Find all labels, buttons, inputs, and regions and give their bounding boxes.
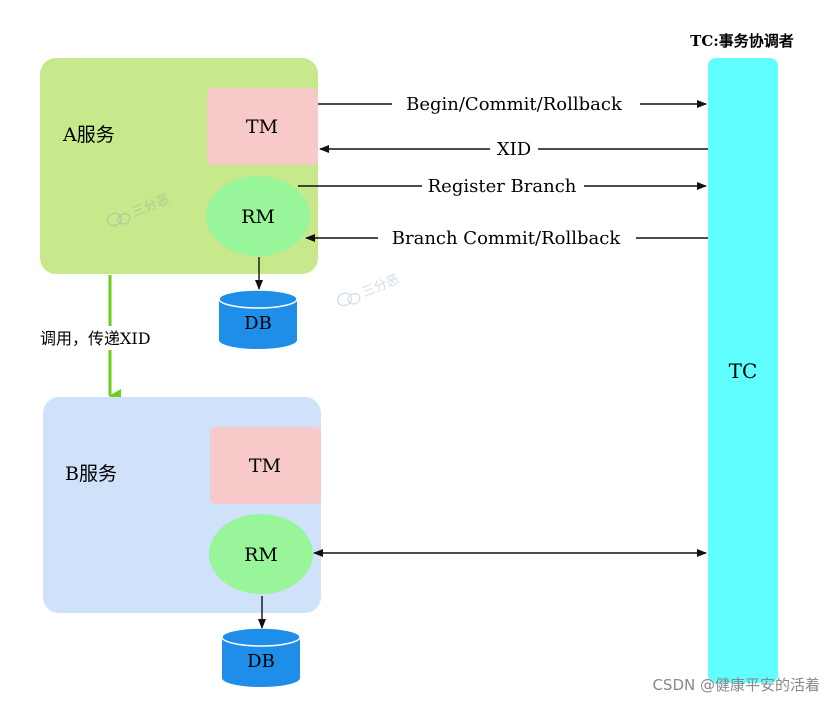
tc-title: TC:事务协调者: [690, 32, 794, 50]
b-rm-label: RM: [244, 544, 278, 566]
a-rm-ellipse: [206, 176, 310, 256]
a-tm-box: [207, 88, 318, 165]
b-tm-box: [210, 427, 321, 504]
xid-label: XID: [497, 139, 531, 160]
branch-commit-rollback-label: Branch Commit/Rollback: [392, 228, 622, 249]
call-label: 调用，传递XID: [40, 329, 151, 348]
b-db-icon: [221, 627, 301, 687]
b-db-label: DB: [247, 651, 275, 672]
svg-text:三分恶: 三分恶: [360, 272, 402, 301]
a-rm-label: RM: [241, 206, 275, 228]
csdn-footer: CSDN @健康平安的活着: [652, 676, 820, 694]
a-service-label: A服务: [62, 124, 115, 146]
b-service-label: B服务: [65, 463, 117, 485]
begin-commit-rollback-label: Begin/Commit/Rollback: [406, 94, 623, 115]
b-tm-label: TM: [249, 455, 281, 477]
wechat-icon: [107, 212, 131, 227]
watermark-2: 三分恶: [337, 272, 402, 307]
a-tm-label: TM: [246, 116, 278, 138]
a-db-icon: [218, 289, 298, 349]
tc-column: [708, 58, 778, 683]
wechat-icon: [337, 292, 361, 307]
register-branch-label: Register Branch: [428, 176, 577, 197]
b-rm-ellipse: [209, 514, 313, 594]
tc-label: TC: [729, 359, 758, 383]
a-db-label: DB: [244, 313, 272, 334]
